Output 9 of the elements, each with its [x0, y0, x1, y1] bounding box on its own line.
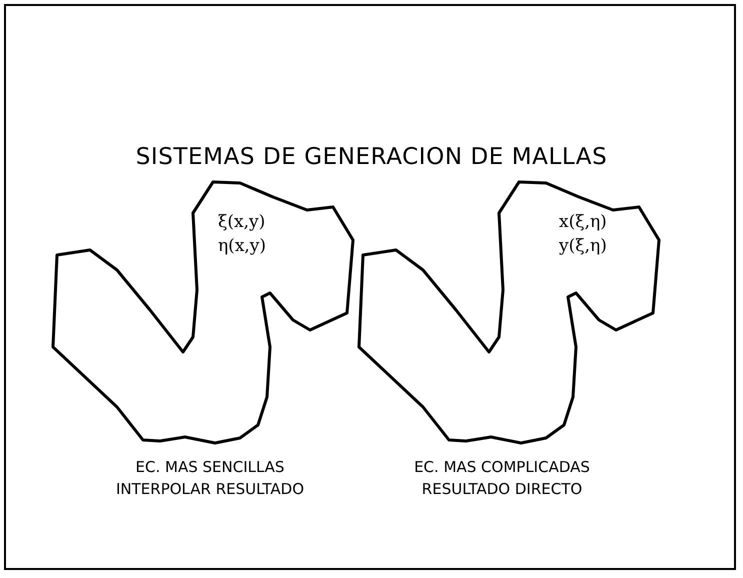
node-label: EC. MAS COMPLICADAS: [414, 457, 590, 478]
node-label: RESULTADO DIRECTO: [422, 479, 582, 500]
formula: y(ξ,η): [559, 235, 607, 258]
node-label: INTERPOLAR RESULTADO: [116, 479, 304, 500]
formula: ξ(x,y): [218, 211, 266, 234]
node-label: EC. MAS SENCILLAS: [136, 457, 284, 478]
formula: x(ξ,η): [559, 211, 607, 234]
title: SISTEMAS DE GENERACION DE MALLAS: [134, 143, 608, 172]
formula: η(x,y): [218, 235, 266, 258]
